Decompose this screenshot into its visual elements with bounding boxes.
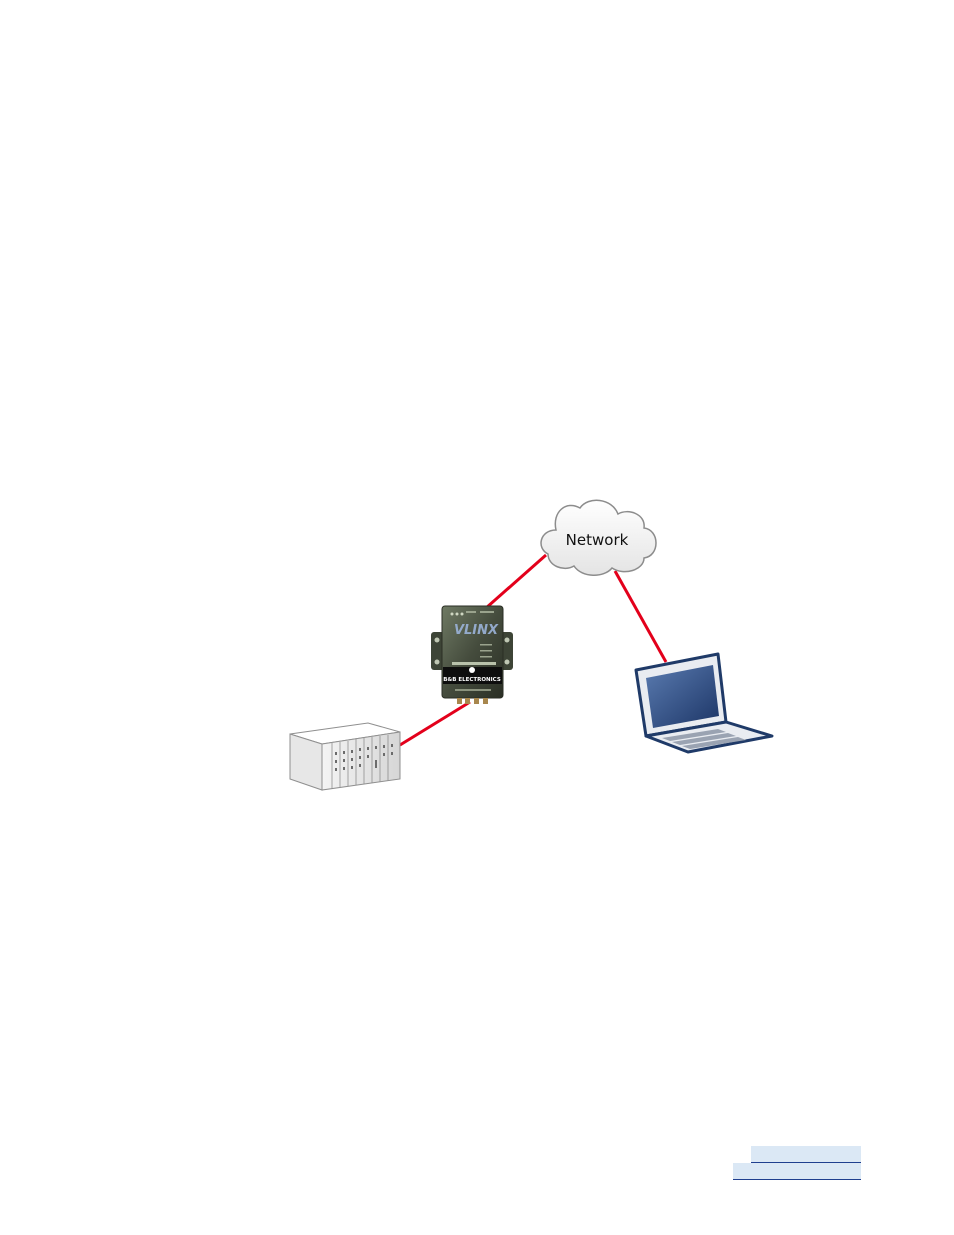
cloud-label: Network bbox=[566, 531, 629, 549]
link-network-laptop bbox=[615, 571, 666, 662]
rack-server-icon bbox=[290, 723, 400, 790]
device-product-label: VLINX bbox=[454, 623, 499, 638]
laptop-icon bbox=[636, 654, 772, 752]
cloud-icon: Network bbox=[541, 500, 656, 575]
link-rack-server bbox=[400, 702, 470, 745]
device-brand-label: B&B ELECTRONICS bbox=[443, 677, 501, 683]
serial-server-icon: VLINX B&B ELECTRONICS bbox=[431, 606, 513, 704]
footer-link[interactable] bbox=[733, 1163, 861, 1180]
footer-link[interactable] bbox=[751, 1146, 861, 1163]
link-server-network bbox=[486, 555, 546, 608]
